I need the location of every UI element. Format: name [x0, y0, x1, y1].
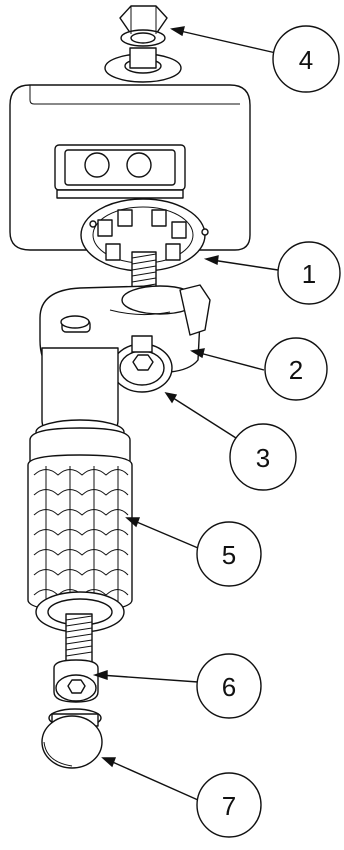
callout-2-label: 2	[289, 355, 303, 385]
leader-lines	[92, 26, 279, 801]
callout-6-label: 6	[222, 672, 236, 702]
part-end-cap	[41, 708, 103, 769]
part-cap-screw	[53, 659, 99, 703]
callout-1-label: 1	[302, 259, 316, 289]
part-hex-nut	[104, 5, 182, 83]
callout-7: 7	[196, 772, 262, 838]
callout-4: 4	[272, 25, 340, 93]
callout-3: 3	[229, 423, 297, 491]
callout-3-label: 3	[256, 443, 270, 473]
callout-7-label: 7	[222, 791, 236, 821]
part-socket-bolt	[111, 335, 173, 393]
part-toothed-disc	[80, 198, 209, 299]
callout-6: 6	[196, 653, 262, 719]
callout-5-label: 5	[222, 540, 236, 570]
callout-5: 5	[196, 521, 262, 587]
part-mount-block	[9, 84, 251, 251]
callout-1: 1	[277, 241, 341, 305]
part-knurled-grip	[27, 454, 133, 663]
callout-4-label: 4	[299, 45, 313, 75]
callout-2: 2	[264, 337, 328, 401]
part-handle-tube	[29, 347, 131, 471]
